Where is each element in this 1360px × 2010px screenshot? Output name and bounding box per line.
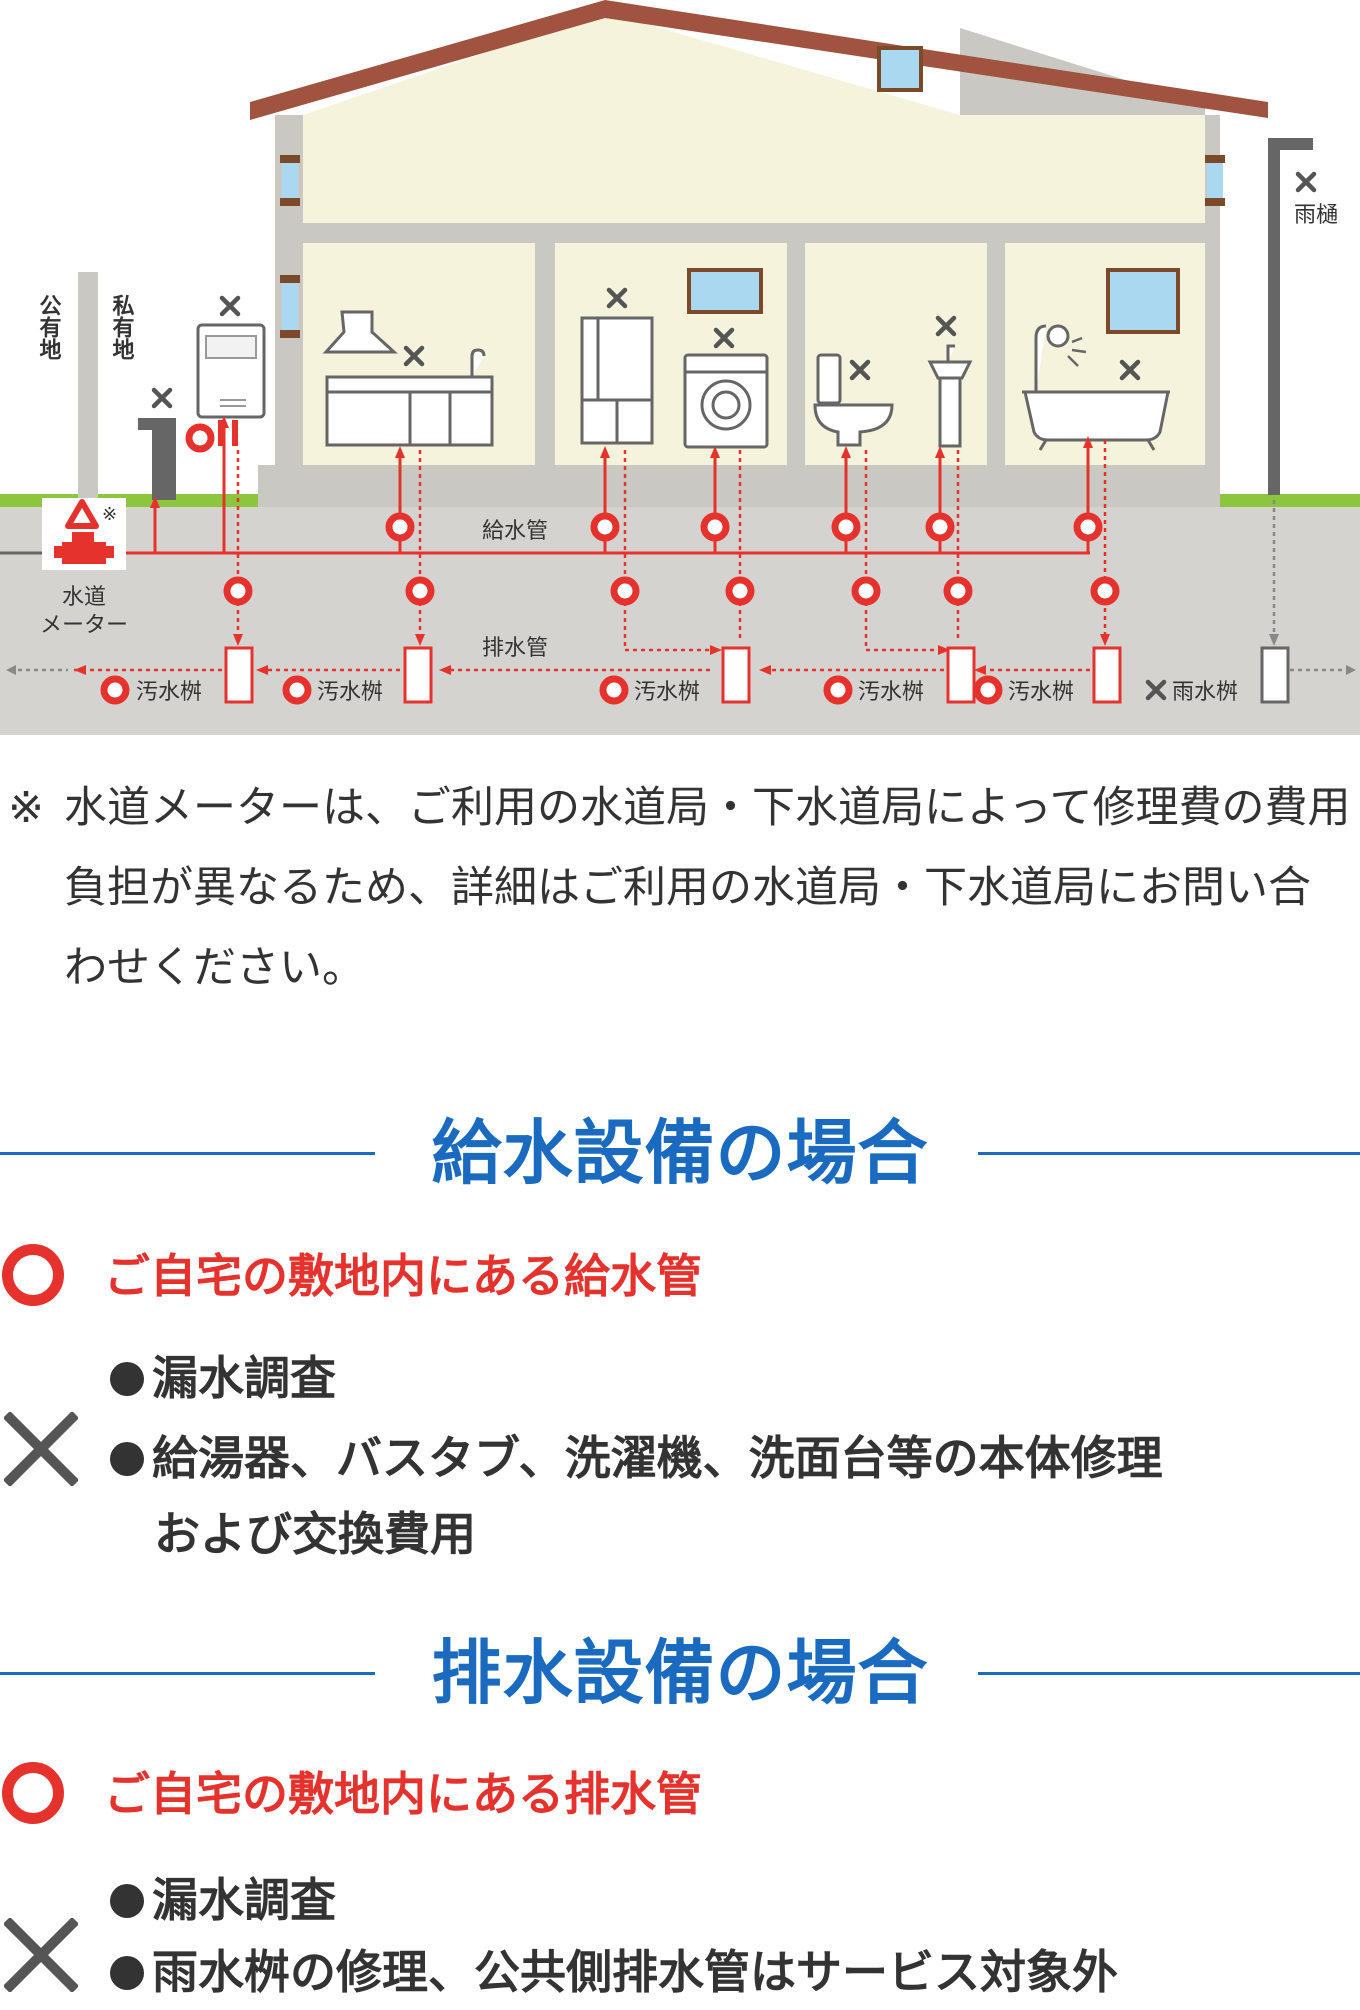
divider-line [0,1672,375,1675]
sewage-basins [224,646,1122,704]
washroom-window [687,268,763,314]
sewage-basin-covered-icon [977,679,999,701]
heater-pipe [218,420,224,446]
divider-line [978,1672,1360,1675]
rain-basin [1260,646,1290,704]
label-drain-pipe: 排水管 [482,636,548,661]
supply-not-covered-item: 給湯器、バスタブ、洗濯機、洗面台等の本体修理 および交換費用 [110,1420,1163,1572]
land-boundary-post [78,272,98,504]
sewage-basin-covered-icon [603,679,625,701]
supply-not-covered-item: 漏水調査 [110,1340,336,1416]
covered-circle-icon [2,1762,64,1824]
window-sill [280,275,300,283]
window-sill [280,330,300,338]
drain-pipes [70,440,1107,672]
supply-section-header: 給水設備の場合 [0,1108,1360,1198]
window-sill [1205,155,1225,163]
heater-pipe [232,420,238,446]
label-sewage-basin-5: 汚水桝 [1008,680,1074,705]
drain-covered-row: ご自宅の敷地内にある排水管 [0,1756,1360,1846]
gutter-drain-arrow [1269,634,1279,646]
outdoor-faucet-icon [152,418,176,500]
label-sewage-basin-4: 汚水桝 [858,680,924,705]
sewage-basin-covered-icon [286,679,308,701]
label-rain-basin: 雨水桝 [1172,680,1238,705]
shower-spray-icon [1067,336,1087,367]
supply-covered-row: ご自宅の敷地内にある給水管 [0,1238,1360,1328]
bullet-icon [110,1362,144,1396]
water-meter-icon [42,498,126,570]
drain-not-covered-item: 漏水調査 [110,1862,336,1938]
heater-not-covered-icon [222,298,238,314]
rain-gutter-pipe [1268,138,1280,495]
sink-icon [927,344,973,448]
window-sill [280,155,300,163]
note-mark: ※ [8,783,45,833]
label-water-meter-1: 水道 [62,585,106,610]
drain-section-header: 排水設備の場合 [0,1628,1360,1718]
covered-circle-icon [2,1244,64,1306]
not-covered-cross-icon [4,1918,78,1992]
gutter-not-covered-icon [1298,174,1314,190]
faucet-not-covered-icon [154,390,170,406]
label-private-land: 私有地 [109,294,135,360]
drain-covered-text: ご自宅の敷地内にある排水管 [104,1767,702,1821]
divider-line [0,1152,375,1155]
label-water-meter-2: メーター [40,613,128,638]
vanity-icon [580,316,654,445]
bullet-icon [110,1956,144,1990]
drain-not-covered-block: 漏水調査 雨水桝の修理、公共側排水管はサービス対象外 [0,1862,1360,2009]
divider-line [978,1152,1360,1155]
bath-window [1106,268,1180,334]
water-heater-icon [196,323,266,419]
faucet-head [138,418,176,430]
drain-arrowheads [74,634,1110,675]
side-window-left-1 [282,158,298,200]
window-sill [1205,198,1225,206]
plumbing-diagram: ※ 公有地 私有地 水道 メーター 給水管 排水管 雨樋 汚水桝 汚水桝 汚水桝… [0,0,1360,735]
attic-window [877,46,923,92]
supply-not-covered-block: 漏水調査 給湯器、バスタブ、洗濯機、洗面台等の本体修理 および交換費用 [0,1340,1360,1570]
supply-covered-text: ご自宅の敷地内にある給水管 [104,1249,702,1303]
public-drain-arrow [6,665,16,675]
label-sewage-basin-3: 汚水桝 [634,680,700,705]
bathtub-icon [1022,324,1170,451]
bullet-icon [110,1442,144,1476]
meter-note-mark: ※ [102,504,117,525]
washing-machine-icon [683,353,769,449]
note-text: 水道メーターは、ご利用の水道局・下水道局によって修理費の費用負担が異なるため、詳… [64,783,1351,993]
upper-floor-room [303,115,1205,223]
sewage-basin-covered-icon [104,679,126,701]
attic [303,12,960,115]
public-drain-pipes [10,500,1350,672]
kitchen-icon [322,310,494,447]
supply-section-title: 給水設備の場合 [431,1112,929,1194]
heater-covered-icon [185,423,215,453]
supply-arrowheads [150,416,1093,508]
window-sill [280,198,300,206]
label-sewage-basin-2: 汚水桝 [317,680,383,705]
drain-not-covered-item: 雨水桝の修理、公共側排水管はサービス対象外 [110,1934,1118,2010]
label-rain-gutter: 雨樋 [1294,203,1338,228]
grass-right [1180,494,1360,507]
side-window-right-1 [1207,158,1223,200]
drain-section-title: 排水設備の場合 [431,1632,929,1714]
roof [250,0,1268,120]
side-window-left-2 [282,280,298,332]
meter-note: ※ 水道メーターは、ご利用の水道局・下水道局によって修理費の費用負担が異なるため… [8,768,1353,1008]
public-drain-arrow [1346,665,1356,675]
label-public-land: 公有地 [36,294,62,360]
bullet-icon [110,1884,144,1918]
label-sewage-basin-1: 汚水桝 [136,680,202,705]
sewage-basin-covered-icon [827,679,849,701]
label-supply-pipe: 給水管 [482,519,548,544]
toilet-icon [813,353,894,447]
not-covered-cross-icon [4,1412,78,1486]
